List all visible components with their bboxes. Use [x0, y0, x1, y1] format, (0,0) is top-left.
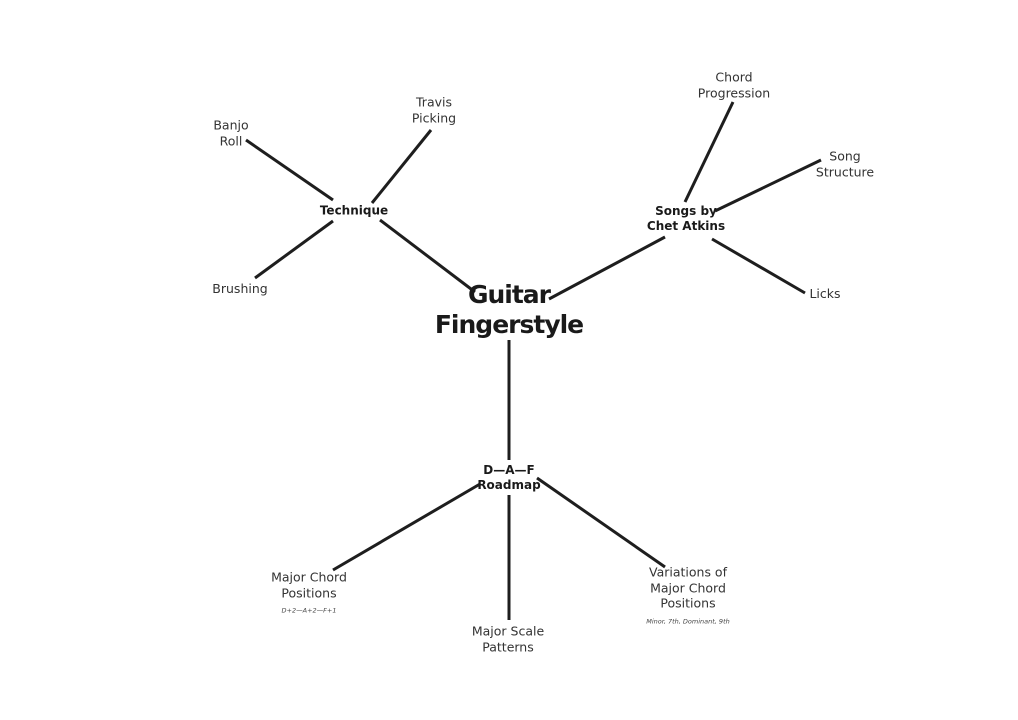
node-song-structure-line-2: Structure — [815, 164, 875, 179]
node-major-scale-patterns-line-1: Major Scale — [471, 623, 545, 639]
node-banjo-roll-line-1: Banjo — [213, 117, 249, 133]
node-brushing: Brushing — [212, 281, 267, 297]
node-major-scale-patterns-line-2: Patterns — [482, 639, 534, 654]
node-variations-line-3: Positions — [660, 595, 716, 611]
node-variations-note: Minor, 7th, Dominant, 9th — [646, 617, 730, 626]
branch-technique-label: Technique — [319, 203, 389, 218]
connector-roadmap-variations — [536, 476, 666, 569]
central-topic-line-1: Guitar — [467, 280, 551, 309]
node-song-structure-line-1: Song — [829, 148, 861, 164]
connector-songs-song-structure — [714, 158, 822, 213]
connector-roadmap-major-chord-positions — [332, 482, 481, 572]
connector-technique-brushing — [254, 219, 334, 280]
node-licks: Licks — [809, 286, 840, 302]
node-variations-line-2: Major Chord — [650, 580, 726, 596]
node-major-scale-patterns: Major Scale Patterns — [472, 623, 544, 654]
node-travis-picking-line-1: Travis — [416, 94, 452, 110]
node-chord-progression-line-1: Chord — [715, 69, 753, 85]
connector-center-technique — [379, 218, 476, 294]
branch-technique: Technique — [320, 204, 388, 219]
connector-center-songs — [548, 235, 666, 301]
node-major-chord-positions-note: D+2—A+2—F+1 — [281, 606, 337, 615]
central-topic: Guitar Fingerstyle — [434, 280, 584, 340]
branch-songs-line-2: Chet Atkins — [646, 219, 726, 233]
node-major-chord-positions-line-1: Major Chord — [271, 569, 347, 585]
node-major-chord-positions-line-2: Positions — [281, 584, 337, 600]
branch-daf-roadmap: D—A—F Roadmap — [477, 463, 540, 493]
node-travis-picking: Travis Picking — [412, 94, 456, 125]
branch-roadmap-line-2: Roadmap — [477, 478, 541, 492]
node-banjo-roll-line-2: Roll — [219, 133, 243, 148]
central-topic-line-2: Fingerstyle — [434, 310, 584, 339]
node-banjo-roll: Banjo Roll — [213, 117, 248, 148]
connector-technique-banjo-roll — [245, 138, 334, 202]
node-brushing-line-1: Brushing — [212, 281, 268, 297]
node-song-structure: Song Structure — [816, 148, 874, 179]
node-chord-progression-line-2: Progression — [697, 85, 771, 100]
node-variations-line-1: Variations of — [648, 564, 727, 580]
branch-songs-line-1: Songs by — [655, 204, 717, 218]
connector-songs-licks — [711, 237, 806, 295]
node-chord-progression: Chord Progression — [698, 69, 770, 100]
node-licks-line-1: Licks — [809, 286, 841, 302]
branch-roadmap-line-1: D—A—F — [483, 463, 535, 477]
connector-technique-travis-picking — [370, 129, 433, 204]
node-major-chord-positions: Major Chord Positions D+2—A+2—F+1 — [271, 569, 347, 614]
node-travis-picking-line-2: Picking — [411, 110, 457, 125]
branch-songs-by-chet-atkins: Songs by Chet Atkins — [647, 204, 725, 234]
node-variations-of-major-chord-positions: Variations of Major Chord Positions Mino… — [646, 565, 729, 626]
connector-songs-chord-progression — [683, 101, 735, 203]
